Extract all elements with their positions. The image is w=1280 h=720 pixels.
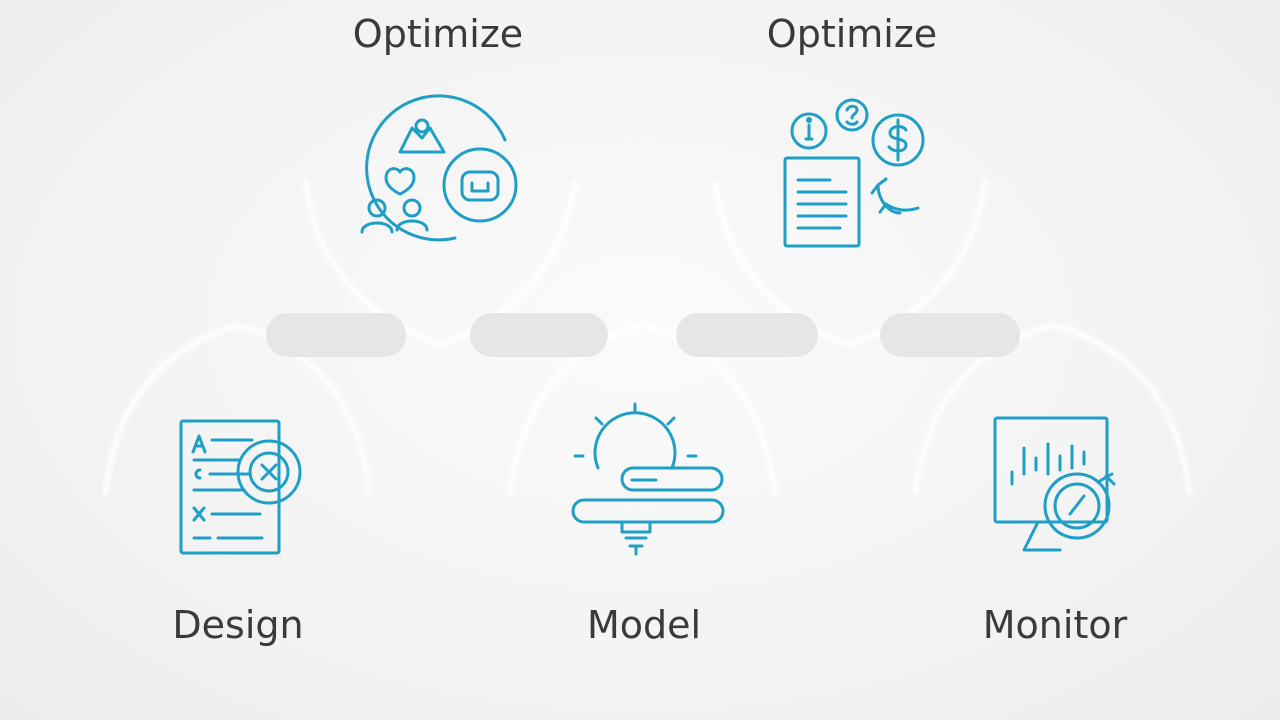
connector-arcs [102, 179, 1193, 496]
stage-label-optimize-2: Optimize [767, 12, 937, 56]
checklist-document-icon [179, 419, 302, 555]
connector-pill [880, 313, 1020, 357]
document-finance-icon [783, 98, 925, 248]
stage-label-design: Design [172, 603, 303, 647]
stage-label-optimize-1: Optimize [353, 12, 523, 56]
connector-pill [470, 313, 608, 357]
connector-pills [266, 313, 1020, 357]
stage-label-model: Model [587, 603, 701, 647]
stage-label-monitor: Monitor [983, 603, 1128, 647]
connector-pill [676, 313, 818, 357]
lightbulb-layers-icon [571, 402, 725, 556]
monitor-dashboard-icon [993, 416, 1116, 552]
connector-pill [266, 313, 406, 357]
team-collaboration-icon [360, 94, 518, 242]
